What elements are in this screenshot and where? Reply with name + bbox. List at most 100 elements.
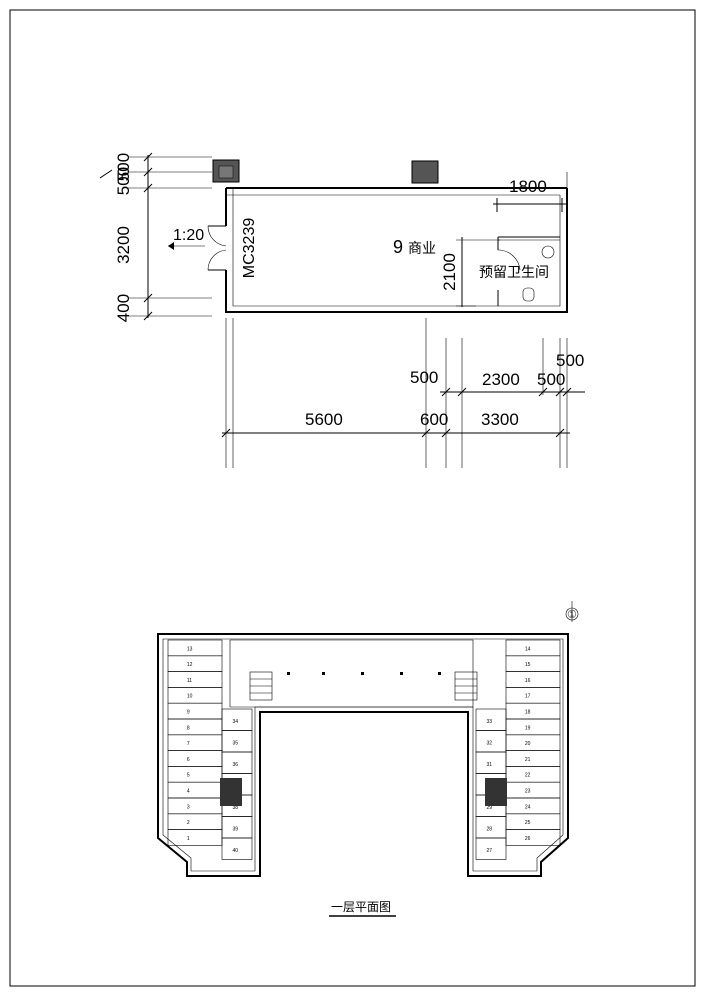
dim-bottom-lower-1: 5600 — [305, 410, 343, 429]
left-unit-4 — [167, 781, 223, 799]
extension-lines — [225, 318, 568, 468]
north-arrow: ① — [565, 601, 579, 622]
right-inner-unit-27 — [475, 837, 507, 860]
unit-number-label: 38 — [233, 805, 239, 811]
right-unit-14 — [505, 639, 561, 657]
unit-number-label: 19 — [525, 725, 531, 731]
toilet-label: 预留卫生间 — [479, 264, 549, 280]
right-unit-19 — [505, 718, 561, 736]
right-unit-24 — [505, 797, 561, 815]
bottom-dimension-upper: 500 2300 500 500 — [410, 351, 585, 397]
right-unit-22 — [505, 766, 561, 783]
stair-left-mid — [220, 778, 242, 806]
unit-number-label: 15 — [525, 662, 531, 668]
dim-bottom-upper-4: 500 — [556, 351, 584, 370]
unit-number-label: 25 — [525, 820, 531, 826]
unit-number-label: 22 — [525, 773, 531, 779]
right-unit-25 — [505, 813, 561, 830]
unit-number-label: 21 — [525, 757, 531, 763]
left-unit-3 — [167, 797, 223, 815]
left-unit-10 — [167, 687, 223, 704]
dim-bottom-upper-1: 500 — [410, 368, 438, 387]
right-unit-16 — [505, 671, 561, 688]
bottom-dimension-lower: 5600 600 3300 — [221, 410, 570, 438]
left-unit-11 — [167, 671, 223, 688]
unit-number-label: 9 — [187, 709, 190, 715]
dim-toilet-height: 2100 — [440, 253, 459, 291]
unit-name: 商业 — [408, 240, 436, 256]
unit-number-label: 39 — [233, 826, 239, 832]
dim-bottom-upper-2: 2300 — [482, 370, 520, 389]
unit-number-label: 6 — [187, 757, 190, 763]
unit-number-label: 31 — [487, 762, 493, 768]
unit-number-label: 16 — [525, 678, 531, 684]
left-unit-13 — [167, 639, 223, 657]
floor-plan-title: 一层平面图 — [331, 900, 391, 914]
left-unit-5 — [167, 766, 223, 783]
door-code: MC3239 — [241, 218, 258, 279]
unit-number-label: 40 — [233, 848, 239, 854]
right-unit-15 — [505, 655, 561, 672]
unit-number-label: 3 — [187, 804, 190, 810]
dim-left-3: 3200 — [114, 226, 133, 264]
right-unit-26 — [505, 829, 561, 846]
left-unit-1 — [167, 829, 223, 846]
unit-number-label: 18 — [525, 709, 531, 715]
left-unit-12 — [167, 655, 223, 672]
left-dimension-chain: 500 500 3200 400 — [99, 152, 212, 322]
entrance-door: MC3239 — [207, 218, 258, 279]
stair-left-top — [249, 671, 273, 701]
left-unit-6 — [167, 750, 223, 767]
sheet-border — [9, 9, 696, 987]
unit-number-label: 7 — [187, 741, 190, 747]
unit-number-label: 5 — [187, 773, 190, 779]
unit-number-label: 1 — [187, 836, 190, 842]
left-unit-9 — [167, 702, 223, 720]
unit-number-label: 33 — [487, 719, 493, 725]
unit-number-label: 34 — [233, 719, 239, 725]
unit-walls — [225, 172, 568, 313]
left-unit-8 — [167, 718, 223, 736]
dim-bottom-upper-3: 500 — [537, 370, 565, 389]
unit-number-label: 29 — [487, 805, 493, 811]
stair-right-top — [454, 671, 478, 701]
north-symbol: ① — [567, 609, 577, 621]
unit-number-label: 8 — [187, 725, 190, 731]
unit-number-label: 36 — [233, 762, 239, 768]
unit-number-label: 23 — [525, 788, 531, 794]
column-middle — [411, 160, 439, 184]
unit-number-label: 14 — [525, 646, 531, 652]
ramp-ratio: 1:20 — [173, 227, 204, 244]
ramp-indicator: 1:20 — [168, 227, 205, 250]
unit-number-label: 12 — [187, 662, 193, 668]
left-unit-2 — [167, 813, 223, 830]
toilet-area: 1800 预留卫生间 2100 — [440, 177, 567, 307]
building-outline — [157, 633, 569, 877]
unit-number-label: 35 — [233, 740, 239, 746]
right-unit-20 — [505, 734, 561, 751]
unit-number-label: 26 — [525, 836, 531, 842]
right-unit-18 — [505, 702, 561, 720]
unit-number-label: 27 — [487, 848, 493, 854]
unit-number: 9 — [393, 237, 403, 257]
unit-number-label: 28 — [487, 826, 493, 832]
unit-number-label: 24 — [525, 804, 531, 810]
stair-right-mid — [485, 778, 507, 806]
dim-left-4: 400 — [114, 294, 133, 322]
central-hall — [229, 639, 474, 708]
unit-number-label: 32 — [487, 740, 493, 746]
right-unit-23 — [505, 781, 561, 799]
unit-number-label: 13 — [187, 646, 193, 652]
dim-bottom-lower-2: 600 — [420, 410, 448, 429]
dim-left-2: 500 — [114, 167, 133, 195]
unit-number-label: 10 — [187, 694, 193, 700]
left-inner-unit-40 — [221, 837, 253, 860]
right-unit-21 — [505, 750, 561, 767]
dim-bottom-lower-3: 3300 — [481, 410, 519, 429]
unit-number-label: 20 — [525, 741, 531, 747]
unit-number-label: 11 — [187, 678, 192, 684]
